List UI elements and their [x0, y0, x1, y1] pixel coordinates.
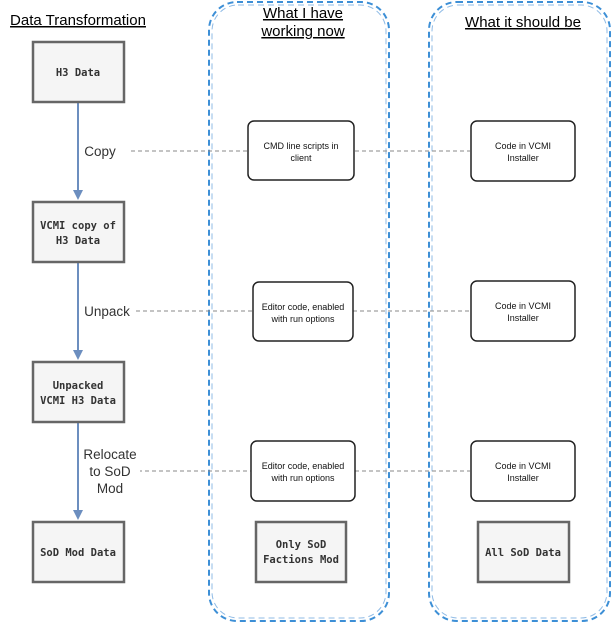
- header-what-it-should-be: What it should be: [465, 14, 581, 31]
- box-only-sod-factions-line2: Factions Mod: [263, 554, 339, 566]
- box-cmd-line-scripts-line2: client: [290, 153, 312, 163]
- box-all-sod-data: [476, 520, 571, 584]
- box-cmd-line-scripts-line1: CMD line scripts in: [263, 141, 338, 151]
- box-installer-1: [470, 120, 576, 182]
- target-lane-container: [428, 1, 611, 622]
- box-h3-data-label: H3 Data: [56, 67, 100, 79]
- box-installer-2-line1: Code in VCMI: [495, 301, 551, 311]
- step-label-unpack: Unpack: [84, 304, 130, 319]
- step-label-copy: Copy: [84, 144, 116, 159]
- box-cmd-line-scripts: [247, 120, 355, 181]
- box-editor-code-2-line1: Editor code, enabled: [262, 461, 345, 471]
- box-all-sod-data-label: All SoD Data: [485, 547, 561, 559]
- box-unpacked-line1: Unpacked: [53, 380, 104, 392]
- box-editor-code-2: [250, 440, 356, 502]
- box-sod-mod-data-label: SoD Mod Data: [40, 547, 116, 559]
- box-editor-code-1: [252, 281, 354, 342]
- step-label-relocate-line1: Relocate: [83, 447, 136, 462]
- header-what-i-have-line2: working now: [260, 23, 345, 40]
- box-installer-3: [470, 440, 576, 502]
- current-lane-container-inner: [211, 4, 387, 619]
- box-installer-3-line1: Code in VCMI: [495, 461, 551, 471]
- header-data-transformation: Data Transformation: [10, 12, 146, 29]
- step-label-relocate-line2: to SoD: [89, 464, 131, 479]
- box-only-sod-factions-line1: Only SoD: [276, 539, 327, 551]
- box-unpacked: [31, 360, 126, 424]
- box-only-sod-factions: [254, 520, 348, 584]
- box-unpacked-line2: VCMI H3 Data: [40, 395, 116, 407]
- box-editor-code-1-line2: with run options: [270, 314, 335, 324]
- box-vcmi-copy: [31, 200, 126, 264]
- box-h3-data: [31, 40, 126, 104]
- box-installer-1-line2: Installer: [507, 153, 539, 163]
- box-editor-code-1-line1: Editor code, enabled: [262, 302, 345, 312]
- target-lane-container-inner: [431, 4, 608, 619]
- box-installer-1-line1: Code in VCMI: [495, 141, 551, 151]
- step-label-relocate-line3: Mod: [97, 481, 123, 496]
- box-vcmi-copy-line2: H3 Data: [56, 235, 100, 247]
- box-installer-2-line2: Installer: [507, 313, 539, 323]
- box-editor-code-2-line2: with run options: [270, 473, 335, 483]
- header-what-i-have-line1: What I have: [263, 5, 343, 22]
- box-installer-2: [470, 280, 576, 342]
- box-sod-mod-data: [31, 520, 126, 584]
- box-installer-3-line2: Installer: [507, 473, 539, 483]
- box-vcmi-copy-line1: VCMI copy of: [40, 220, 116, 232]
